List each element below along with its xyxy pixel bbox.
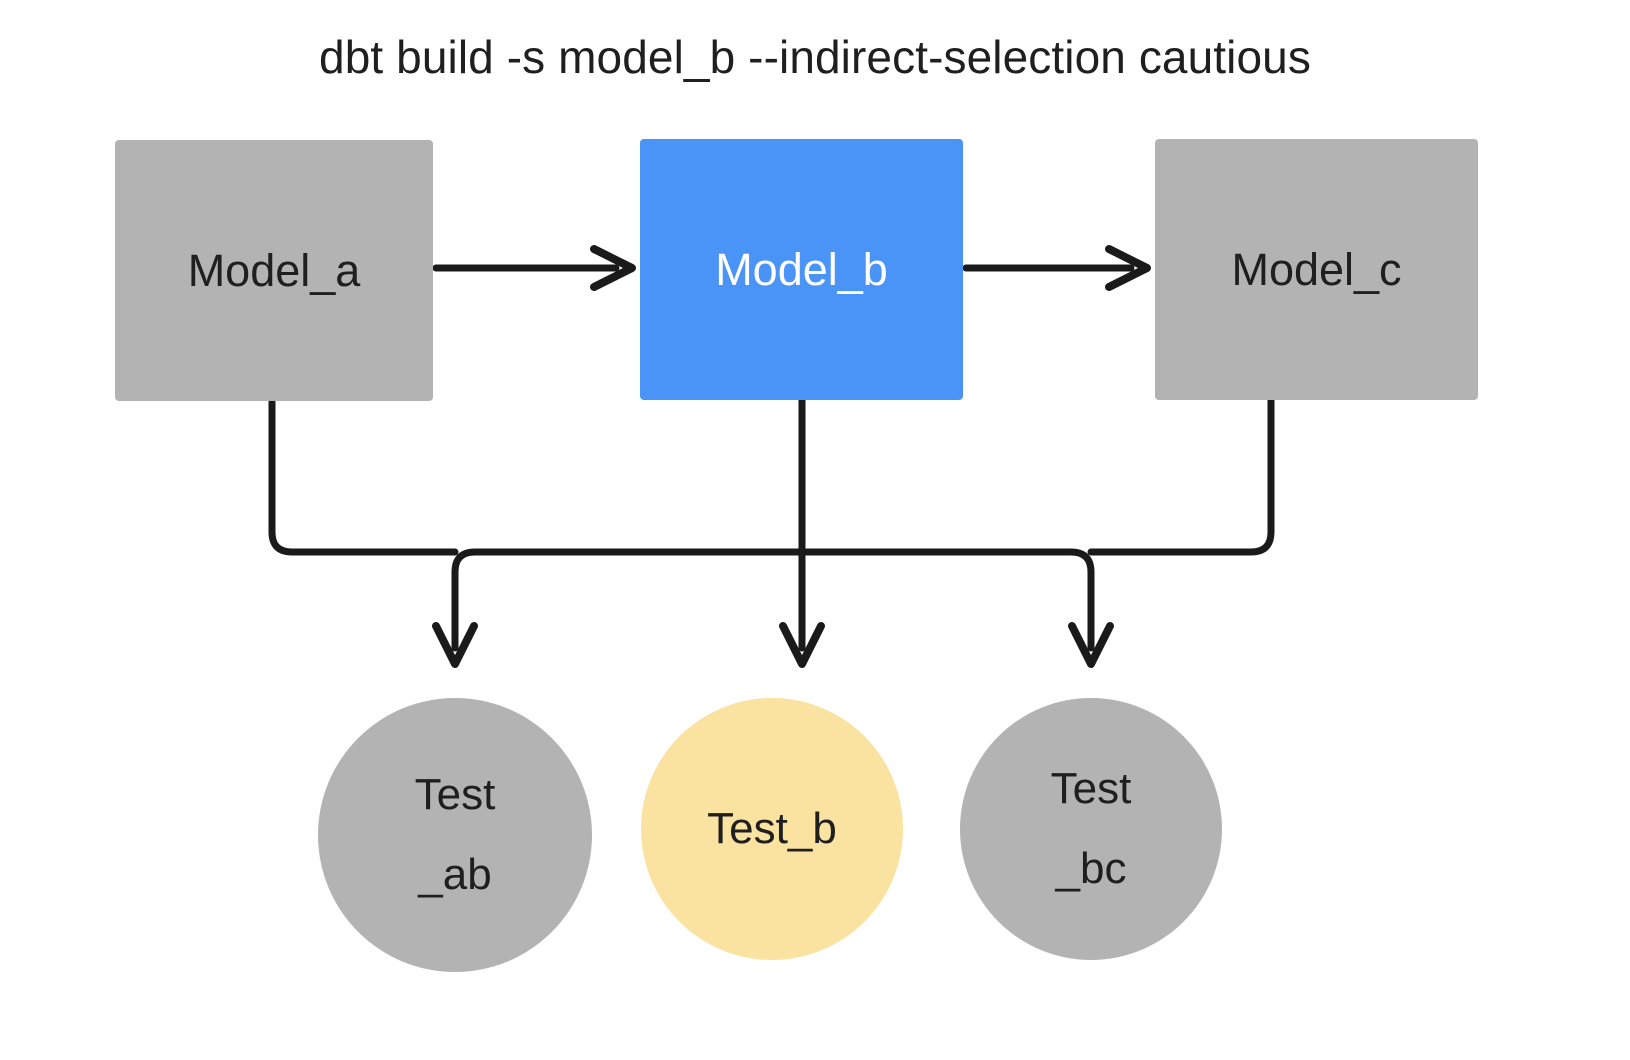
node-model-c[interactable]: Model_c (1155, 139, 1478, 400)
node-test-ab-label-line2: _ab (418, 850, 492, 899)
node-test-bc[interactable]: Test _bc (960, 698, 1222, 960)
node-model-b-label: Model_b (715, 243, 888, 295)
node-model-a[interactable]: Model_a (115, 140, 433, 401)
edge-model-b-to-model-c (962, 245, 1151, 291)
node-test-bc-label-line2: _bc (1055, 844, 1127, 893)
node-test-ab-label-line1: Test (414, 770, 496, 819)
edge-model-b-to-test-bc (798, 548, 1114, 668)
node-test-b[interactable]: Test_b (641, 698, 903, 960)
node-model-c-label: Model_c (1231, 243, 1402, 295)
edge-model-b-to-test-ab (432, 548, 806, 668)
node-model-b[interactable]: Model_b (640, 139, 963, 400)
edge-model-a-to-test-ab (268, 397, 459, 556)
edge-model-c-to-test-bc (1087, 396, 1275, 556)
edge-model-a-to-model-b (432, 245, 636, 291)
node-model-a-label: Model_a (187, 244, 361, 296)
edge-model-b-to-test-b (779, 396, 825, 668)
node-test-ab[interactable]: Test _ab (318, 698, 592, 972)
node-test-bc-label-line1: Test (1050, 764, 1132, 813)
node-test-b-label-line1: Test_b (707, 804, 837, 853)
diagram-title: dbt build -s model_b --indirect-selectio… (319, 31, 1311, 83)
